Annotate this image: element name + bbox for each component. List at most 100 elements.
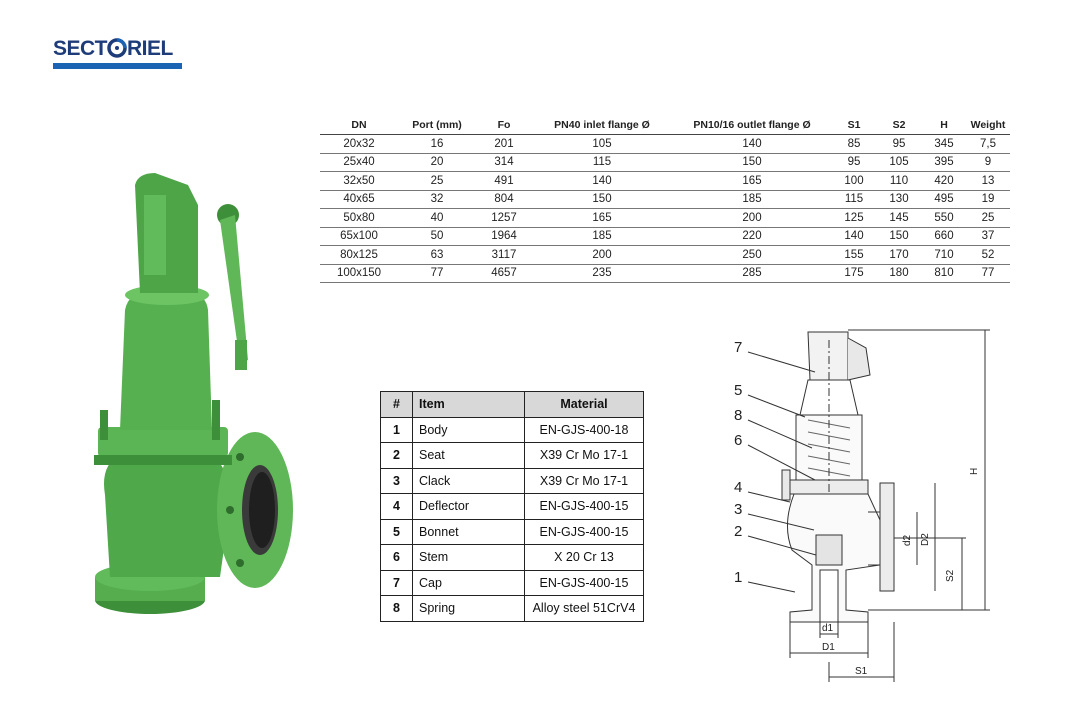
dimensions-table-cell: 3117 (476, 245, 532, 265)
dimensions-table-cell: 25x40 (320, 153, 398, 172)
dimensions-table-cell: 7,5 (966, 134, 1010, 154)
dimensions-table-cell: 150 (876, 227, 922, 246)
material-row-number: 4 (380, 493, 413, 520)
material-row-item: Stem (412, 544, 525, 571)
material-row-material: EN-GJS-400-15 (524, 569, 644, 596)
dimensions-table-cell: 420 (922, 171, 966, 191)
dimensions-table-cell: 140 (532, 171, 672, 191)
col-header-fo: Fo (476, 116, 532, 135)
dimensions-table-cell: 495 (922, 190, 966, 209)
dimensions-table-cell: 550 (922, 208, 966, 228)
material-row-material: X 20 Cr 13 (524, 544, 644, 571)
logo-o-swirl-icon (107, 38, 127, 58)
material-row-number: 3 (380, 467, 413, 494)
dimensions-table-cell: 25 (966, 208, 1010, 228)
callout-8: 8 (734, 407, 742, 424)
dimensions-table-cell: 200 (532, 245, 672, 265)
dimensions-table-cell: 63 (398, 245, 476, 265)
col-header-s2: S2 (876, 116, 922, 135)
callout-6: 6 (734, 432, 742, 449)
dim-label-d2-small: d2 (902, 534, 913, 546)
dimensions-table-cell: 37 (966, 227, 1010, 246)
dimensions-table-cell: 804 (476, 190, 532, 209)
dim-label-d1-small: d1 (822, 623, 834, 634)
dimensions-table-cell: 100 (832, 171, 876, 191)
dimensions-table-cell: 40 (398, 208, 476, 228)
material-row-material: EN-GJS-400-15 (524, 518, 644, 545)
dimensions-table-cell: 660 (922, 227, 966, 246)
col-header-h: H (922, 116, 966, 135)
material-row-item: Body (412, 416, 525, 443)
material-row-number: 1 (380, 416, 413, 443)
callout-1: 1 (734, 569, 742, 586)
safety-valve-photo (94, 173, 293, 614)
material-row-item: Deflector (412, 493, 525, 520)
dimensions-table-cell: 491 (476, 171, 532, 191)
dimensions-table-cell: 220 (672, 227, 832, 246)
material-row-material: Alloy steel 51CrV4 (524, 595, 644, 622)
dimensions-table-cell: 1257 (476, 208, 532, 228)
material-row-number: 7 (380, 569, 413, 596)
dimensions-table-cell: 4657 (476, 264, 532, 283)
dimensions-table-cell: 1964 (476, 227, 532, 246)
callout-2: 2 (734, 523, 742, 540)
dimensions-table-cell: 19 (966, 190, 1010, 209)
dimensions-table: DN Port (mm) Fo PN40 inlet flange Ø PN10… (320, 116, 1010, 283)
sectional-drawing: 7 5 8 6 4 3 2 1 H S2 d2 D2 d1 D1 S1 (734, 329, 990, 682)
dimensions-table-cell: 185 (532, 227, 672, 246)
material-row-material: EN-GJS-400-18 (524, 416, 644, 443)
dimensions-table-cell: 314 (476, 153, 532, 172)
dimensions-table-cell: 145 (876, 208, 922, 228)
dimensions-table-cell: 285 (672, 264, 832, 283)
dimensions-table-cell: 32x50 (320, 171, 398, 191)
dimensions-table-cell: 165 (532, 208, 672, 228)
dimensions-table-cell: 85 (832, 134, 876, 154)
col-header-dn: DN (320, 116, 398, 135)
col-header-inlet-flange: PN40 inlet flange Ø (532, 116, 672, 135)
material-row-item: Cap (412, 569, 525, 596)
dimensions-table-cell: 170 (876, 245, 922, 265)
material-row-number: 5 (380, 518, 413, 545)
dimensions-table-cell: 395 (922, 153, 966, 172)
dimensions-table-cell: 115 (832, 190, 876, 209)
dimensions-table-cell: 80x125 (320, 245, 398, 265)
dimensions-table-cell: 32 (398, 190, 476, 209)
material-row-number: 8 (380, 595, 413, 622)
dimensions-table-cell: 77 (398, 264, 476, 283)
dimensions-table-cell: 710 (922, 245, 966, 265)
dimensions-table-cell: 16 (398, 134, 476, 154)
dimensions-table-cell: 185 (672, 190, 832, 209)
dim-label-s2: S2 (945, 569, 956, 582)
dimensions-table-cell: 180 (876, 264, 922, 283)
material-row-item: Bonnet (412, 518, 525, 545)
material-row-number: 6 (380, 544, 413, 571)
dimensions-table-cell: 201 (476, 134, 532, 154)
dim-label-d1-large: D1 (822, 642, 835, 653)
dimensions-table-header: DN Port (mm) Fo PN40 inlet flange Ø PN10… (320, 116, 1010, 135)
callout-7: 7 (734, 339, 742, 356)
material-row-material: X39 Cr Mo 17-1 (524, 467, 644, 494)
callout-4: 4 (734, 479, 742, 496)
dimensions-table-cell: 9 (966, 153, 1010, 172)
dimensions-table-cell: 175 (832, 264, 876, 283)
dimensions-table-cell: 20 (398, 153, 476, 172)
dimensions-table-cell: 105 (876, 153, 922, 172)
material-row-material: EN-GJS-400-15 (524, 493, 644, 520)
dimensions-table-cell: 810 (922, 264, 966, 283)
dimensions-table-cell: 110 (876, 171, 922, 191)
col-header-s1: S1 (832, 116, 876, 135)
